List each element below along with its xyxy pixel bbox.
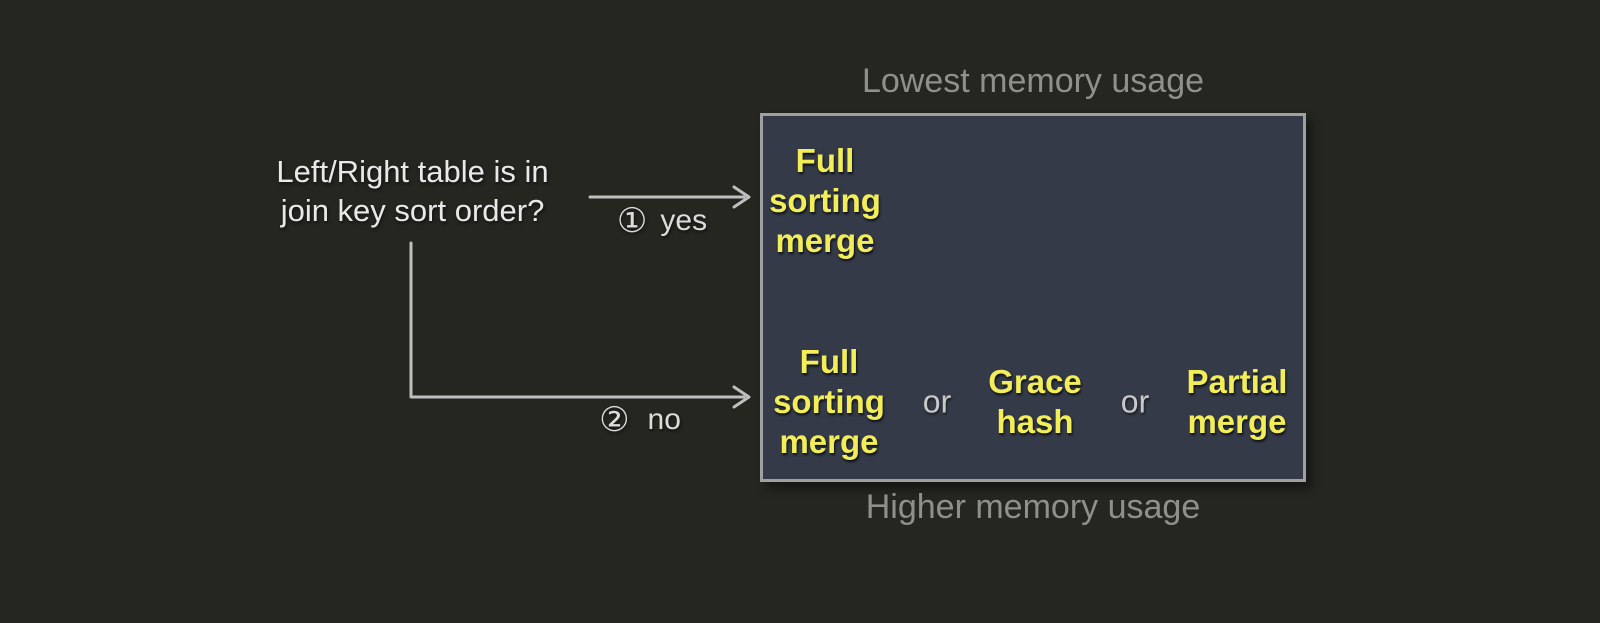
option-full-sorting-merge-sorted: Full sorting merge — [769, 142, 881, 259]
join-strategy-box: Full sorting merge Full sorting merge or… — [760, 113, 1306, 482]
question-line-2: join key sort order? — [280, 193, 545, 228]
or-separator-1: or — [922, 383, 952, 420]
branch-label-no: ② no — [560, 403, 720, 437]
option-full-sorting-merge-unsorted: Full sorting merge — [773, 343, 885, 460]
branch-no-text: no — [647, 403, 681, 436]
question-line-1: Left/Right table is in — [276, 154, 549, 189]
question-text: Left/Right table is in join key sort ord… — [240, 152, 585, 230]
branch-label-yes: ① yes — [582, 204, 742, 238]
option-partial-merge: Partial merge — [1186, 363, 1288, 440]
higher-memory-caption: Higher memory usage — [865, 488, 1201, 526]
arrow-no — [409, 241, 751, 409]
circled-1-icon: ① — [616, 202, 648, 240]
option-grace-hash: Grace hash — [988, 363, 1082, 440]
branch-yes-text: yes — [660, 204, 708, 237]
circled-2-icon: ② — [599, 401, 630, 439]
lowest-memory-caption: Lowest memory usage — [861, 62, 1205, 100]
or-separator-2: or — [1120, 383, 1150, 420]
